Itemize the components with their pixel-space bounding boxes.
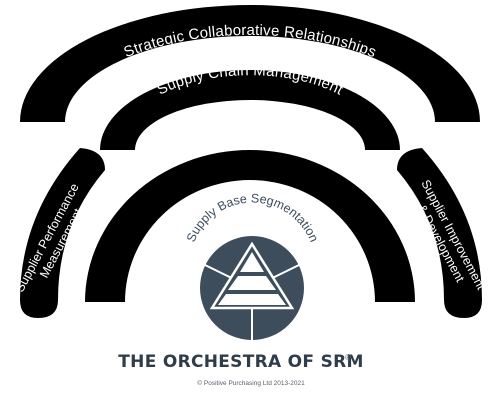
inner-arc bbox=[85, 150, 415, 302]
outer-arc bbox=[20, 5, 480, 122]
registered-mark: ® bbox=[345, 353, 351, 362]
pyramid-icon bbox=[200, 236, 304, 340]
middle-arc bbox=[100, 70, 400, 150]
copyright-notice: © Positive Purchasing Ltd 2013-2021 bbox=[197, 379, 305, 387]
left-side-band bbox=[20, 148, 105, 318]
footer-title: THE ORCHESTRA OF SRM bbox=[118, 352, 363, 372]
right-side-band bbox=[397, 148, 482, 318]
